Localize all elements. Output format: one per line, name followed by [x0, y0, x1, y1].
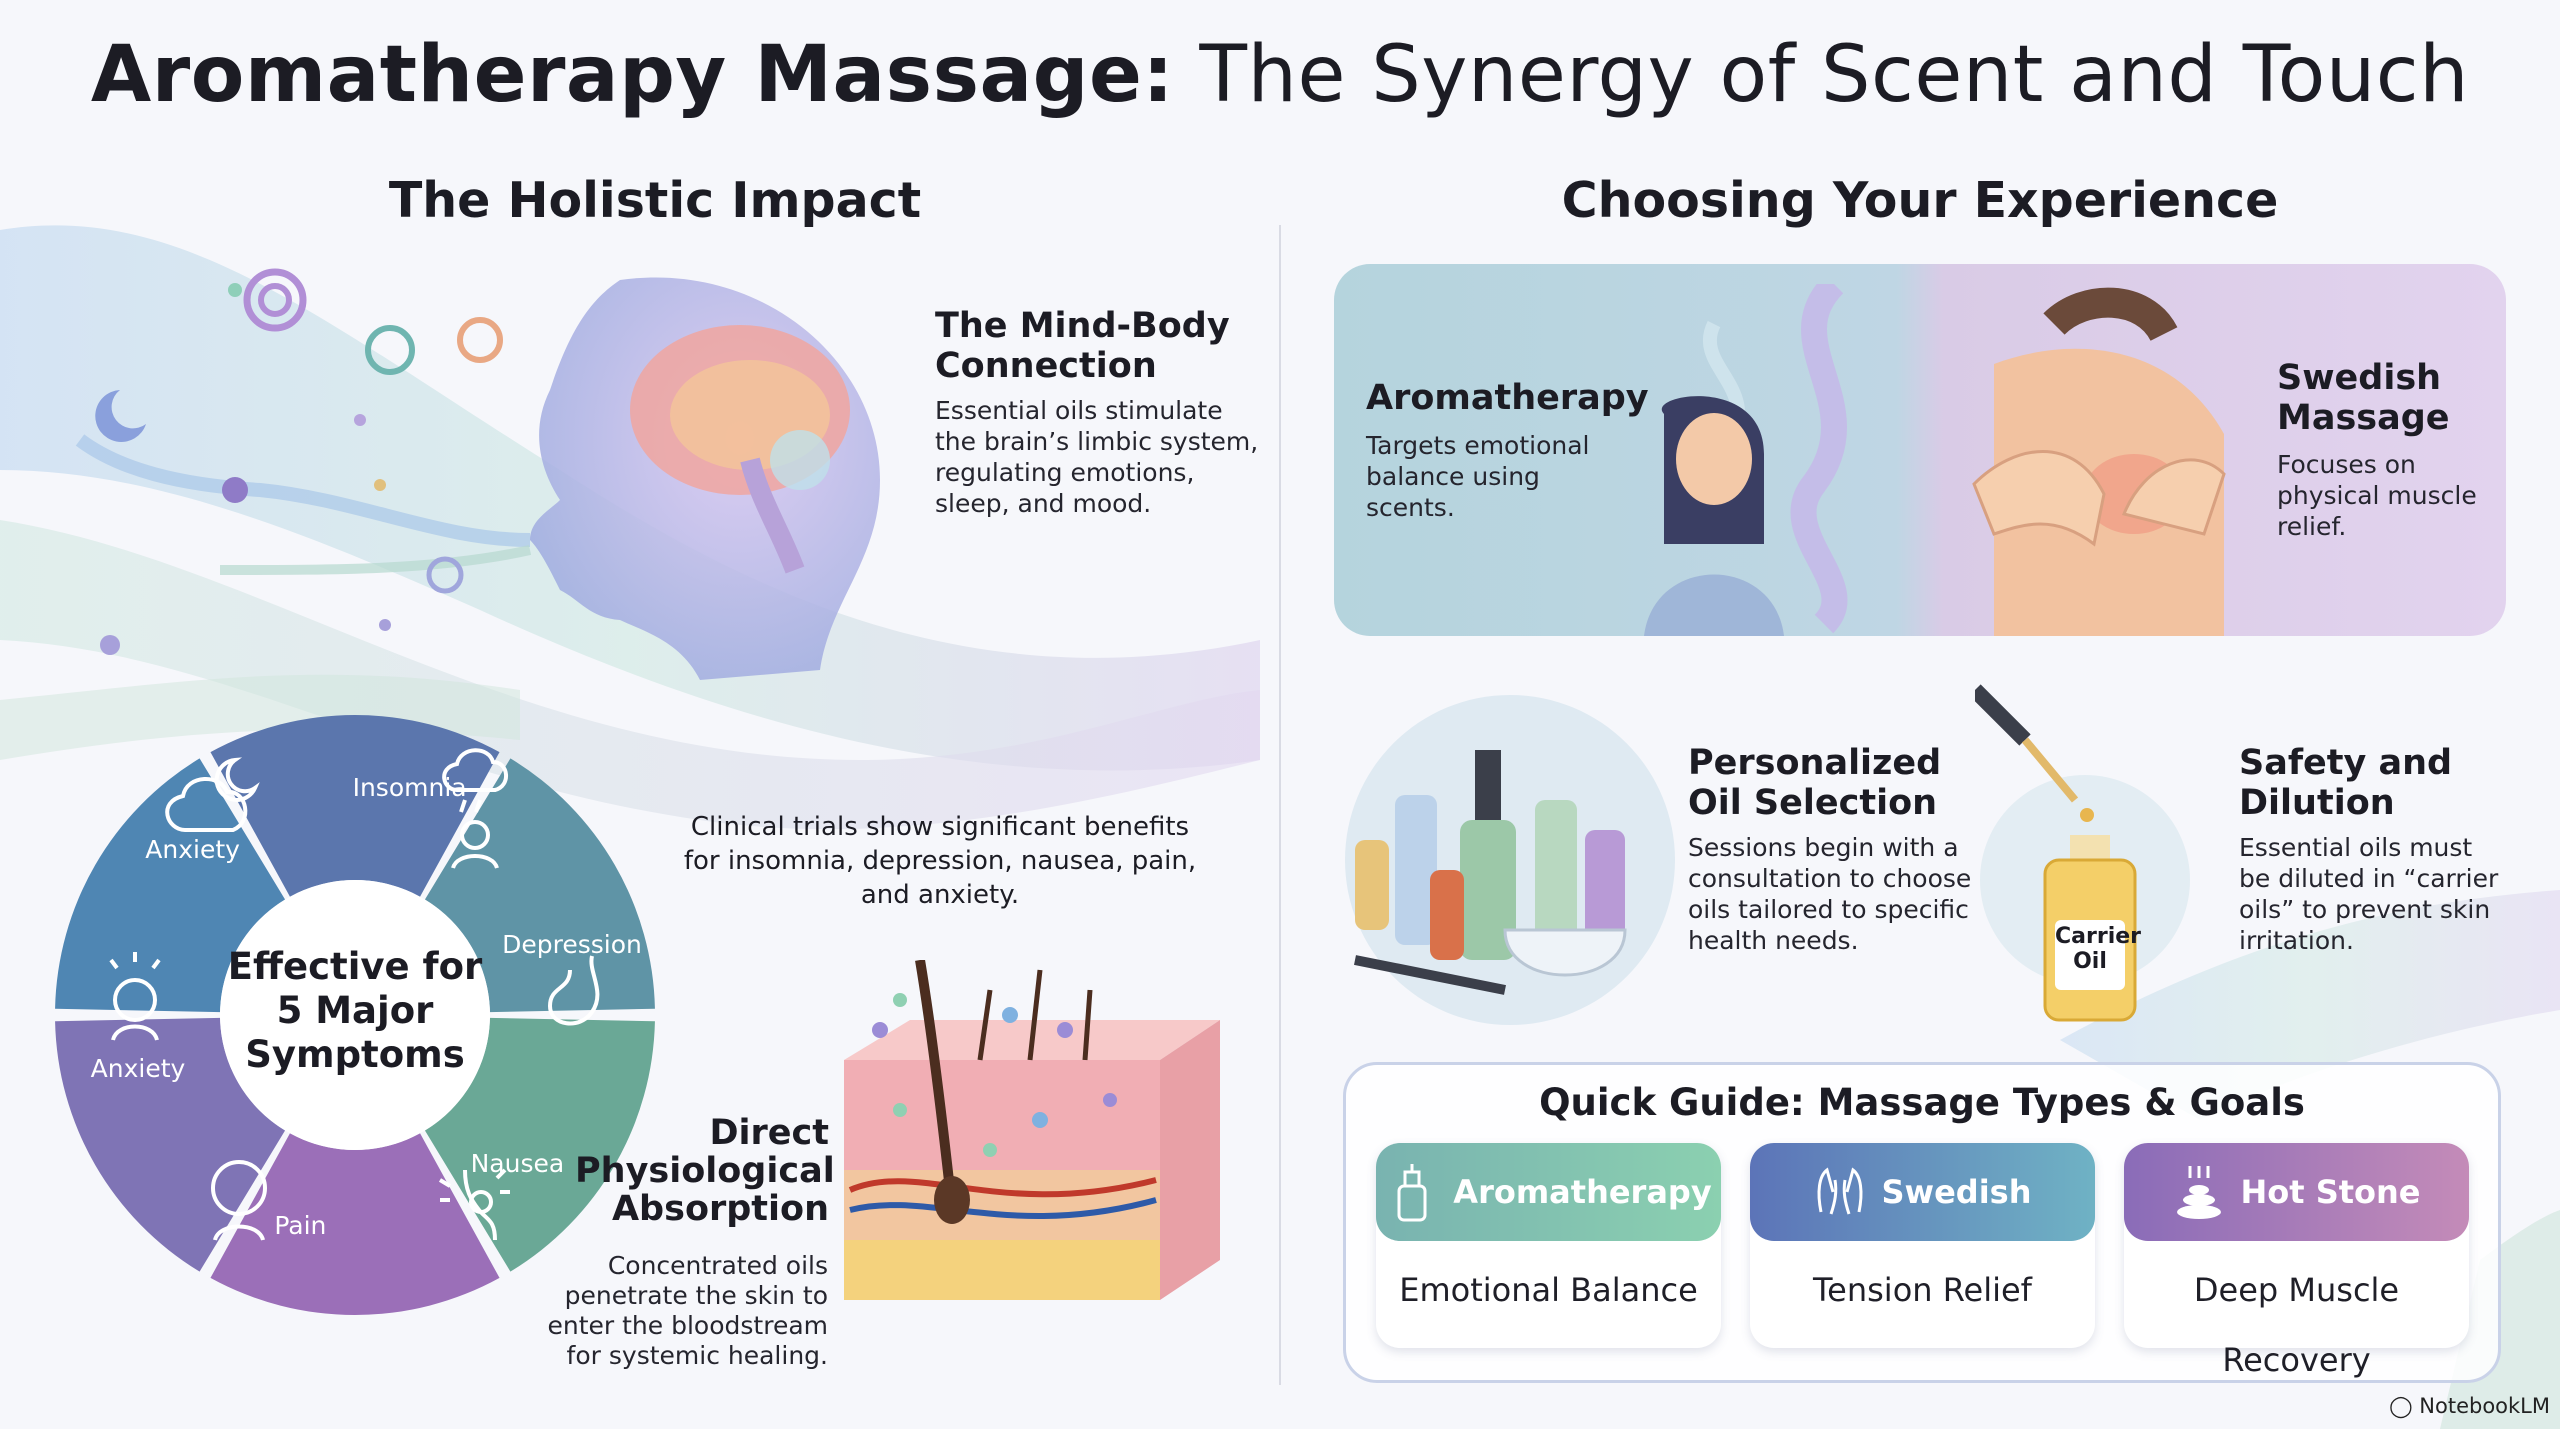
page-title: Aromatherapy Massage: The Synergy of Sce…: [0, 30, 2560, 120]
safety-dilution-title: Safety and Dilution: [2239, 743, 2453, 823]
wheel-label-anxiety-5: Anxiety: [145, 835, 240, 864]
personalized-oil-title: Personalized Oil Selection: [1688, 743, 1942, 823]
guide-type-aromatherapy: Aromatherapy: [1453, 1173, 1712, 1211]
wheel-segment-anxiety-4: [55, 1017, 286, 1272]
guide-cap-swedish: Swedish: [1750, 1143, 2095, 1241]
experience-comparison-card: [1334, 264, 2506, 636]
quick-guide-panel: Quick Guide: Massage Types & Goals Aroma…: [1343, 1062, 2501, 1383]
brain-head-illustration: [75, 268, 880, 680]
safety-dilution-text: Essential oils must be diluted in “carri…: [2239, 833, 2499, 955]
title-bold: Aromatherapy Massage:: [90, 30, 1175, 120]
wheel-segment-pain-3: [210, 1133, 500, 1315]
wheel-label-nausea-2: Nausea: [471, 1149, 565, 1178]
brand-label: NotebookLM: [2419, 1394, 2550, 1418]
back-massage-illustration: [1972, 287, 2226, 636]
holistic-impact-heading: The Holistic Impact: [388, 172, 922, 229]
symptom-wheel: InsomniaDepressionNauseaPainAnxietyAnxie…: [55, 715, 655, 1315]
mind-body-title: The Mind-Body Connection: [935, 306, 1230, 386]
swedish-card-title: Swedish Massage: [2277, 358, 2450, 438]
wheel-label-anxiety-4: Anxiety: [91, 1054, 186, 1083]
notebooklm-logo-icon: ◯: [2389, 1394, 2413, 1418]
guide-goal-swedish: Tension Relief: [1813, 1271, 2032, 1309]
carrier-oil-label: Carrier Oil: [2055, 924, 2142, 974]
wheel-label-depression-1: Depression: [502, 930, 642, 959]
hot-stones-icon: [2172, 1162, 2226, 1222]
guide-cap-aromatherapy: Aromatherapy: [1376, 1143, 1721, 1241]
quick-guide-title: Quick Guide: Massage Types & Goals: [1539, 1081, 2305, 1124]
wheel-center: [220, 880, 490, 1150]
guide-card-swedish: Swedish Tension Relief: [1750, 1143, 2095, 1348]
skin-layers-illustration: [844, 960, 1220, 1300]
moon-cloud-icon: [165, 757, 260, 832]
knee-joint-icon: [438, 1168, 510, 1241]
rain-cloud-person-icon: [442, 748, 508, 869]
mind-body-text: Essential oils stimulate the brain’s lim…: [935, 396, 1259, 518]
clinical-trials-text: Clinical trials show significant benefit…: [683, 812, 1197, 910]
title-rest: The Synergy of Scent and Touch: [1199, 30, 2470, 120]
oil-bottles-illustration: [1345, 695, 1675, 1025]
wheel-segment-depression-1: [424, 758, 655, 1013]
guide-goal-aromatherapy: Emotional Balance: [1399, 1271, 1698, 1309]
personalized-oil-text: Sessions begin with a consultation to ch…: [1688, 833, 1972, 955]
absorption-title: Direct Physiological Absorption: [575, 1113, 835, 1229]
wheel-label-insomnia-0: Insomnia: [353, 773, 467, 802]
stomach-icon: [547, 955, 600, 1026]
guide-type-swedish: Swedish: [1881, 1173, 2032, 1211]
meditating-woman-illustration: [1644, 284, 1848, 636]
anxious-person-icon: [109, 952, 161, 1041]
wheel-segment-anxiety-5: [55, 758, 286, 1013]
oil-bottle-icon: [1385, 1162, 1439, 1222]
aromatherapy-card-title: Aromatherapy: [1366, 378, 1649, 418]
swedish-card-text: Focuses on physical muscle relief.: [2277, 450, 2477, 541]
wheel-segment-insomnia-0: [210, 715, 500, 897]
carrier-oil-illustration: [1975, 684, 2190, 1022]
notebooklm-brand: ◯ NotebookLM: [2370, 1394, 2550, 1418]
choosing-experience-heading: Choosing Your Experience: [1561, 172, 2279, 229]
guide-type-hot-stone: Hot Stone: [2240, 1173, 2421, 1211]
wheel-label-pain-3: Pain: [274, 1211, 326, 1240]
column-divider: [1279, 225, 1281, 1385]
guide-cap-hot-stone: Hot Stone: [2124, 1143, 2469, 1241]
wheel-segment-nausea-2: [424, 1017, 655, 1272]
guide-goal-hot-stone: Deep Muscle Recovery: [2193, 1271, 2400, 1379]
guide-card-aromatherapy: Aromatherapy Emotional Balance: [1376, 1143, 1721, 1348]
worried-face-icon: [211, 1160, 267, 1241]
absorption-text: Concentrated oils penetrate the skin to …: [547, 1251, 829, 1370]
hands-icon: [1813, 1162, 1867, 1222]
guide-card-hot-stone: Hot Stone Deep Muscle Recovery: [2124, 1143, 2469, 1379]
aromatherapy-card-text: Targets emotional balance using scents.: [1366, 431, 1590, 522]
wheel-center-label: Effective for 5 Major Symptoms: [227, 945, 483, 1076]
